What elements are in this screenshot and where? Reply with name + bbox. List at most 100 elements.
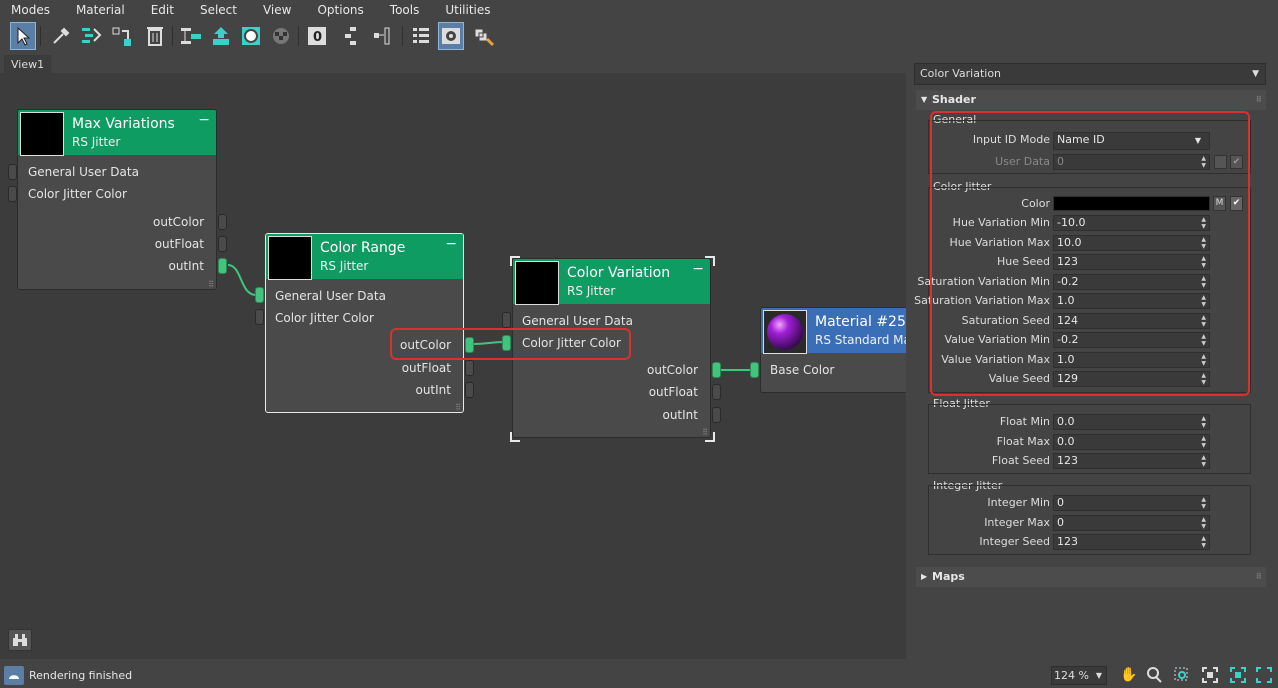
drag-handle-icon[interactable]: ⠿	[1255, 95, 1262, 104]
float-jitter-spinner[interactable]: 123▲▼	[1053, 453, 1210, 469]
put-to-scene-icon[interactable]	[108, 22, 134, 50]
color-jitter-spinner[interactable]: 10.0▲▼	[1053, 234, 1210, 251]
assign-material-icon[interactable]	[78, 22, 104, 50]
map-button[interactable]: M	[1213, 196, 1226, 211]
maximize-view-icon[interactable]	[1256, 667, 1272, 686]
color-jitter-spinner[interactable]: 129▲▼	[1053, 371, 1210, 387]
navigator-icon[interactable]	[438, 22, 464, 50]
integer-jitter-spinner[interactable]: 123▲▼	[1053, 534, 1210, 550]
input-socket-connected[interactable]	[255, 287, 264, 303]
spinner-arrows-icon[interactable]: ▲▼	[1201, 294, 1206, 308]
menu-material[interactable]: Material	[75, 3, 125, 17]
hide-unused-slots-icon[interactable]	[408, 22, 434, 50]
menu-options[interactable]: Options	[317, 3, 364, 17]
rollout-shader[interactable]: ▼ Shader ⠿	[916, 90, 1266, 110]
color-swatch[interactable]	[1053, 196, 1210, 211]
checkmark-icon[interactable]: ✔	[1230, 196, 1243, 211]
node-header[interactable]: Color Variation RS Jitter −	[513, 259, 710, 305]
color-jitter-spinner[interactable]: 1.0▲▼	[1053, 351, 1210, 368]
menu-utilities[interactable]: Utilities	[445, 3, 491, 17]
spinner-arrows-icon[interactable]: ▲▼	[1201, 352, 1206, 367]
zoom-magnifier-icon[interactable]	[1146, 667, 1162, 686]
node-material[interactable]: Material #25 RS Standard Ma Base Color	[750, 307, 906, 393]
spinner-arrows-icon[interactable]: ▲▼	[1201, 535, 1206, 549]
menu-tools[interactable]: Tools	[389, 3, 420, 17]
node-color-range[interactable]: Color Range RS Jitter − General User Dat…	[255, 233, 474, 413]
resize-grip-icon[interactable]: ⠿	[208, 280, 214, 289]
move-children-icon[interactable]	[178, 22, 204, 50]
render-status-icon[interactable]	[4, 666, 24, 685]
color-jitter-spinner[interactable]: 123▲▼	[1053, 254, 1210, 270]
input-socket[interactable]	[8, 164, 17, 180]
user-data-spinner[interactable]: 0 ▲▼	[1053, 154, 1210, 170]
node-color-variation[interactable]: Color Variation RS Jitter − General User…	[502, 256, 721, 442]
input-socket[interactable]	[255, 309, 264, 325]
output-socket[interactable]	[712, 407, 721, 423]
color-jitter-spinner[interactable]: 1.0▲▼	[1053, 293, 1210, 309]
zoom-dropdown[interactable]: 124 % ▼	[1051, 666, 1107, 685]
render-preview-icon[interactable]	[472, 22, 498, 50]
input-id-mode-dropdown[interactable]: Name ID ▼	[1053, 132, 1210, 150]
float-jitter-spinner[interactable]: 0.0▲▼	[1053, 433, 1210, 450]
resize-grip-icon[interactable]: ⠿	[455, 403, 461, 412]
input-socket-connected[interactable]	[750, 362, 759, 378]
spinner-arrows-icon[interactable]: ▲▼	[1201, 333, 1206, 347]
pan-hand-icon[interactable]: ✋	[1120, 667, 1138, 683]
spinner-arrows-icon[interactable]: ▲▼	[1201, 415, 1206, 429]
color-jitter-spinner[interactable]: 124▲▼	[1053, 312, 1210, 329]
spinner-arrows-icon[interactable]: ▲▼	[1201, 155, 1206, 169]
checkmark-icon[interactable]: ✔	[1230, 155, 1243, 169]
select-tool-icon[interactable]	[10, 22, 36, 50]
node-max-variations[interactable]: Max Variations RS Jitter − General User …	[8, 109, 227, 290]
node-selector-dropdown[interactable]: Color Variation ▼	[914, 63, 1266, 85]
show-map-icon[interactable]: 0	[304, 22, 330, 50]
color-jitter-spinner[interactable]: -0.2▲▼	[1053, 273, 1210, 290]
zoom-extents-selected-icon[interactable]	[1230, 667, 1246, 686]
delete-icon[interactable]	[142, 22, 168, 50]
spinner-arrows-icon[interactable]: ▲▼	[1201, 313, 1206, 328]
spinner-arrows-icon[interactable]: ▲▼	[1201, 216, 1206, 230]
background-icon[interactable]	[238, 22, 264, 50]
menu-view[interactable]: View	[262, 3, 292, 17]
output-socket-connected[interactable]	[218, 258, 227, 274]
spinner-arrows-icon[interactable]: ▲▼	[1201, 235, 1206, 250]
output-socket[interactable]	[465, 360, 474, 376]
float-jitter-spinner[interactable]: 0.0▲▼	[1053, 414, 1210, 430]
integer-jitter-spinner[interactable]: 0▲▼	[1053, 514, 1210, 531]
upload-icon[interactable]	[208, 22, 234, 50]
minimize-node-button[interactable]: −	[692, 261, 704, 277]
node-header[interactable]: Color Range RS Jitter −	[266, 234, 463, 280]
node-canvas[interactable]: Max Variations RS Jitter − General User …	[0, 73, 906, 659]
drag-handle-icon[interactable]: ⠿	[1255, 572, 1262, 581]
node-header[interactable]: Max Variations RS Jitter −	[18, 110, 216, 156]
spinner-arrows-icon[interactable]: ▲▼	[1201, 372, 1206, 386]
spinner-arrows-icon[interactable]: ▲▼	[1201, 454, 1206, 468]
rollout-maps[interactable]: ▶ Maps ⠿	[916, 567, 1266, 587]
integer-jitter-spinner[interactable]: 0▲▼	[1053, 495, 1210, 511]
binoculars-icon[interactable]	[8, 629, 32, 651]
menu-modes[interactable]: Modes	[11, 3, 50, 17]
map-slot-button[interactable]	[1214, 155, 1227, 169]
node-header[interactable]: Material #25 RS Standard Ma	[761, 308, 906, 354]
output-socket[interactable]	[218, 236, 227, 252]
zoom-region-icon[interactable]	[1174, 667, 1190, 686]
tab-view1[interactable]: View1	[4, 55, 52, 73]
spinner-arrows-icon[interactable]: ▲▼	[1201, 255, 1206, 269]
checker-icon[interactable]	[268, 22, 294, 50]
resize-grip-icon[interactable]: ⠿	[702, 428, 708, 437]
spinner-arrows-icon[interactable]: ▲▼	[1201, 274, 1206, 289]
color-jitter-spinner[interactable]: -10.0▲▼	[1053, 215, 1210, 231]
minimize-node-button[interactable]: −	[445, 236, 457, 252]
layout-vertical-icon[interactable]	[340, 22, 366, 50]
output-socket-connected[interactable]	[712, 362, 721, 378]
eyedropper-icon[interactable]	[48, 22, 74, 50]
output-socket[interactable]	[712, 384, 721, 400]
output-socket[interactable]	[465, 382, 474, 398]
input-socket[interactable]	[502, 312, 511, 328]
input-socket[interactable]	[8, 186, 17, 202]
menu-edit[interactable]: Edit	[150, 3, 174, 17]
spinner-arrows-icon[interactable]: ▲▼	[1201, 496, 1206, 510]
menu-select[interactable]: Select	[199, 3, 237, 17]
input-socket-connected[interactable]	[502, 335, 511, 351]
color-jitter-spinner[interactable]: -0.2▲▼	[1053, 332, 1210, 348]
